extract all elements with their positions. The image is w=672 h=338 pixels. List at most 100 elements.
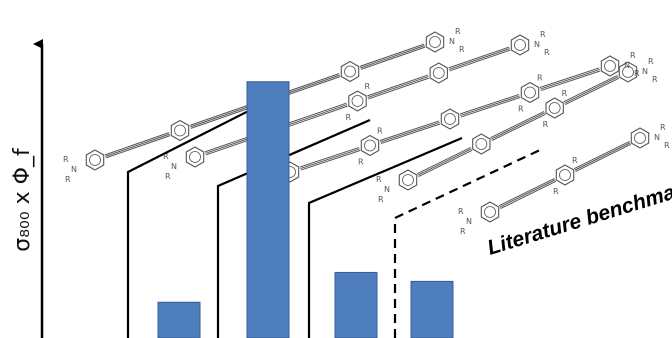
- aromatic-circle: [524, 86, 536, 99]
- aromatic-circle: [548, 102, 561, 114]
- benzene-ring: [340, 60, 360, 83]
- amine-r: R: [544, 48, 550, 57]
- benzene-ring: [170, 119, 190, 142]
- triple-bond: [104, 132, 170, 156]
- triple-bond: [449, 49, 511, 72]
- substituent-r: R: [553, 187, 559, 196]
- triple-bond: [105, 135, 171, 159]
- benzene-ring: [348, 90, 367, 112]
- triple-bond: [285, 102, 347, 125]
- aromatic-circle: [89, 154, 101, 166]
- aromatic-circle: [604, 60, 616, 72]
- substituent-r: R: [562, 89, 568, 98]
- benzene-ring: [630, 127, 650, 149]
- triple-bond: [300, 148, 360, 170]
- triple-bond: [359, 43, 425, 67]
- benzene-ring: [185, 146, 205, 168]
- triple-bond: [540, 70, 601, 92]
- triple-bond: [574, 142, 631, 171]
- bracket-3: [307, 136, 463, 338]
- aromatic-circle: [189, 151, 201, 163]
- triple-bond: [573, 140, 630, 170]
- triple-bond: [539, 67, 600, 88]
- triple-bond: [499, 179, 556, 208]
- triple-bond: [360, 46, 426, 70]
- bar-1: [157, 301, 201, 338]
- benzene-ring: [480, 201, 500, 223]
- substituent-r: R: [518, 105, 524, 114]
- amine-r: R: [65, 175, 71, 184]
- amine-n: N: [449, 37, 455, 46]
- triple-bond: [565, 77, 620, 106]
- aromatic-circle: [429, 36, 441, 48]
- triple-bond: [490, 110, 545, 139]
- aromatic-circle: [402, 174, 414, 186]
- bars: [157, 81, 454, 338]
- amine-r: R: [630, 51, 636, 60]
- benzene-ring: [398, 169, 418, 191]
- y-axis-label: σ₈₀₀ x Φ_f: [10, 147, 35, 252]
- bracket-1: [126, 93, 283, 338]
- substituent-r: R: [543, 120, 549, 129]
- triple-bond: [460, 95, 520, 117]
- amine-n: N: [624, 61, 630, 70]
- triple-bond: [563, 74, 618, 103]
- aromatic-circle: [634, 132, 646, 144]
- triple-bond: [379, 120, 440, 141]
- benzene-ring: [600, 55, 620, 77]
- substituent-r: R: [346, 113, 352, 122]
- triple-bond: [367, 74, 428, 97]
- benzene-ring: [85, 149, 105, 171]
- triple-bond: [575, 143, 632, 173]
- amine-n: N: [534, 40, 540, 49]
- aromatic-circle: [432, 67, 445, 79]
- triple-bond: [459, 93, 520, 115]
- substituent-r: R: [572, 156, 578, 165]
- amine-r: R: [660, 123, 666, 132]
- aromatic-circle: [444, 113, 456, 125]
- benzene-ring: [425, 31, 445, 53]
- triple-bond: [416, 146, 471, 175]
- annotation-literature-benchmark: Literature benchmark: [485, 175, 672, 260]
- triple-bond: [367, 76, 429, 98]
- triple-bond: [286, 104, 348, 126]
- bar-3: [334, 271, 378, 338]
- benzene-ring: [510, 34, 530, 56]
- triple-bond: [360, 45, 425, 69]
- aromatic-circle: [484, 206, 496, 218]
- triple-bond: [105, 133, 170, 157]
- benzene-ring: [440, 108, 460, 130]
- amine-n: N: [466, 217, 472, 226]
- aromatic-circle: [344, 65, 356, 78]
- bar-4: [410, 280, 454, 338]
- amine-r: R: [664, 141, 670, 150]
- triple-bond: [417, 148, 472, 176]
- substituent-r: R: [537, 74, 543, 83]
- benzene-ring: [472, 133, 491, 155]
- triple-bond: [491, 113, 546, 142]
- amine-r: R: [459, 45, 465, 54]
- benzene-ring: [429, 62, 448, 84]
- amine-n: N: [642, 67, 648, 76]
- triple-bond: [300, 150, 361, 171]
- substituent-r: R: [365, 82, 371, 91]
- triple-bond: [448, 46, 510, 69]
- triple-bond: [299, 146, 360, 168]
- aromatic-circle: [364, 139, 376, 152]
- amine-r: R: [648, 57, 654, 66]
- aromatic-circle: [174, 124, 186, 137]
- substituent-r: R: [377, 127, 383, 136]
- amine-r: R: [378, 195, 384, 204]
- molecular-structures: NRRNRRRRNRRNRRRRRRNRRNRRRRNRRNRRRRNRRNRR: [63, 27, 670, 236]
- aromatic-circle: [475, 138, 488, 150]
- triple-bond: [418, 149, 473, 178]
- bracket-4: [393, 149, 541, 338]
- triple-bond: [368, 77, 430, 100]
- aromatic-circle: [514, 39, 526, 51]
- triple-bond: [380, 123, 441, 145]
- triple-bond: [287, 105, 348, 128]
- amine-n: N: [654, 133, 660, 142]
- amine-r: R: [376, 175, 382, 184]
